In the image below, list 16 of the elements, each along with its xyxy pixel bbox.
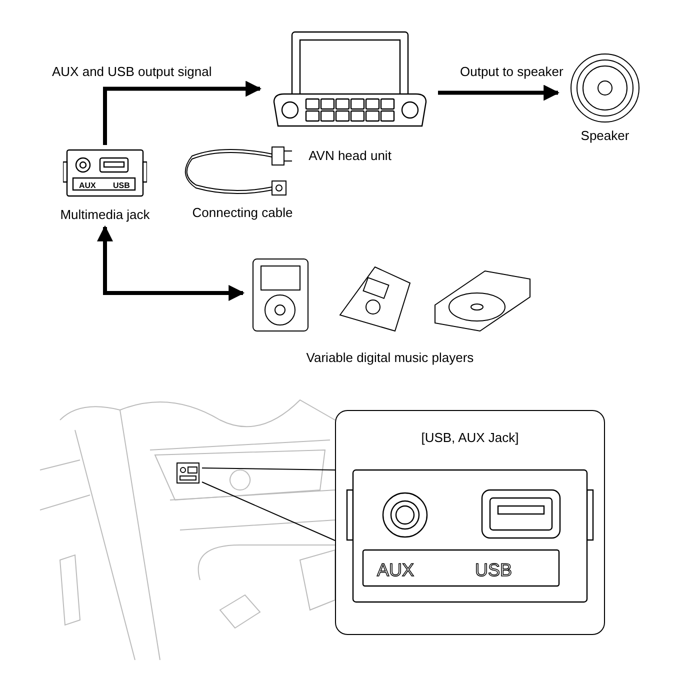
node-label: Connecting cable xyxy=(191,205,294,220)
node-label: AVN head unit xyxy=(308,148,392,163)
edge-label: Output to speaker xyxy=(458,64,566,79)
edge-label: AUX and USB output signal xyxy=(50,64,214,79)
port-label: AUX xyxy=(377,560,414,580)
port-label: USB xyxy=(475,560,512,580)
arrow xyxy=(438,84,560,101)
leader-line xyxy=(202,468,336,541)
node-label: Multimedia jack xyxy=(59,207,151,222)
port-label: USB xyxy=(113,181,130,190)
node-label: Speaker xyxy=(580,128,630,143)
node-label: Variable digital music players xyxy=(305,350,475,365)
arrow xyxy=(103,80,262,145)
inset-title: [USB, AUX Jack] xyxy=(420,430,520,445)
arrow xyxy=(97,225,245,301)
port-label: AUX xyxy=(79,181,96,190)
